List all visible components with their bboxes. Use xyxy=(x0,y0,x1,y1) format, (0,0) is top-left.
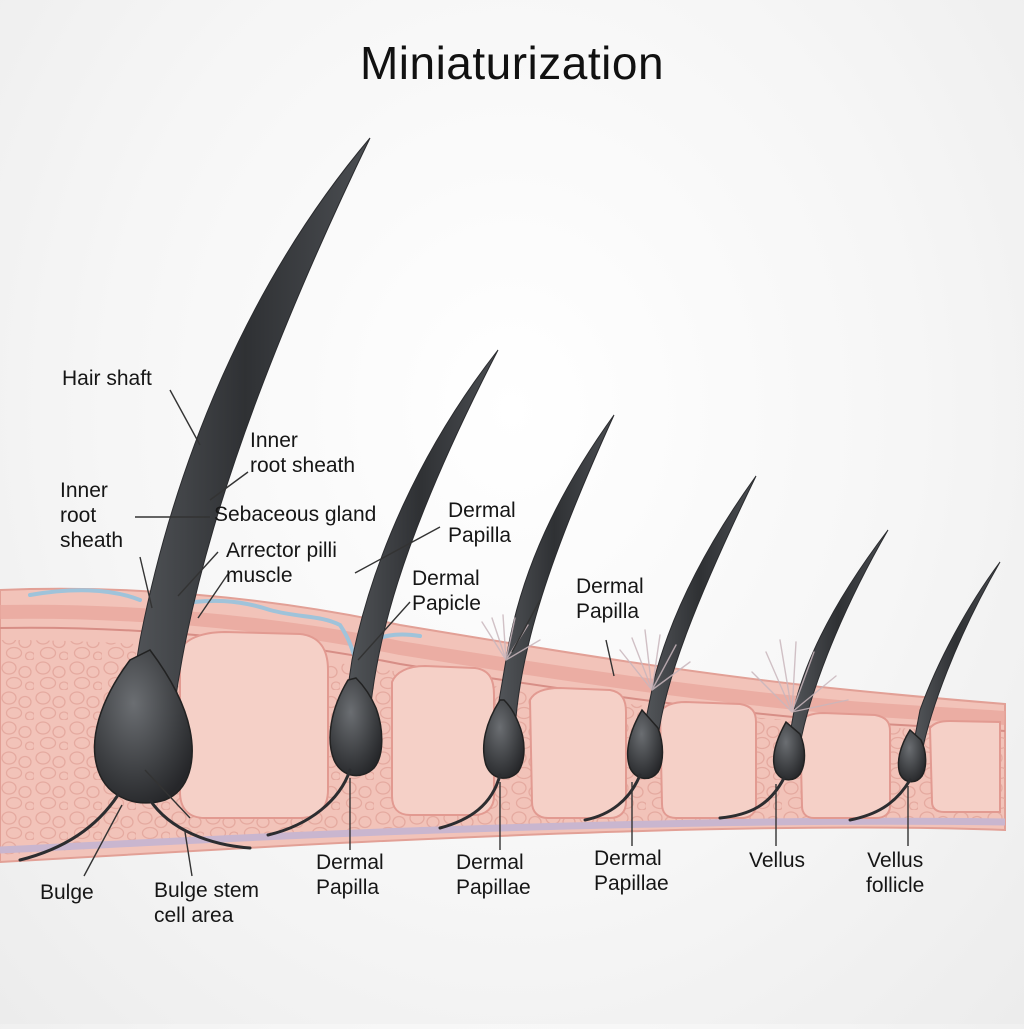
label-bulge-stem-cell-area: Bulge stem cell area xyxy=(154,879,260,927)
label-vellus-follicle: Vellus follicle xyxy=(866,849,925,897)
label-sebaceous-gland: Sebaceous gland xyxy=(214,503,377,526)
bulb-stage-4 xyxy=(626,708,664,780)
leader-lines xyxy=(83,389,909,877)
label-arrector-pili-muscle: Arrector pilli muscle xyxy=(226,539,337,587)
label-vellus: Vellus xyxy=(749,849,806,872)
bulb-stage-3 xyxy=(482,699,525,779)
label-bottom-dermal-papilla: Dermal Papilla xyxy=(316,851,384,899)
label-inner-root-sheath-top: Inner root sheath xyxy=(250,429,356,477)
label-hair-shaft: Hair shaft xyxy=(62,367,152,390)
bulb-stage-5 xyxy=(772,720,806,781)
hair-bulbs xyxy=(93,649,927,804)
bulb-stage-6 xyxy=(897,728,927,783)
label-dermal-papilla-2: Dermal Papilla xyxy=(576,575,644,623)
wisp-tufts xyxy=(481,614,849,713)
dermal-lobes xyxy=(179,630,1001,819)
label-dermal-papicle: Dermal Papicle xyxy=(412,567,481,615)
label-inner-root-sheath-left: Inner root sheath xyxy=(60,479,124,552)
bulb-terminal xyxy=(93,649,193,804)
label-bottom-dermal-papillae-2: Dermal Papillae xyxy=(594,847,669,895)
label-bulge: Bulge xyxy=(40,881,94,904)
diagram-title: Miniaturization xyxy=(359,37,665,89)
label-bottom-dermal-papillae-1: Dermal Papillae xyxy=(456,851,531,899)
label-dermal-papilla-1: Dermal Papilla xyxy=(448,499,516,547)
bulb-stage-2 xyxy=(329,677,383,777)
root-tails xyxy=(18,768,912,862)
